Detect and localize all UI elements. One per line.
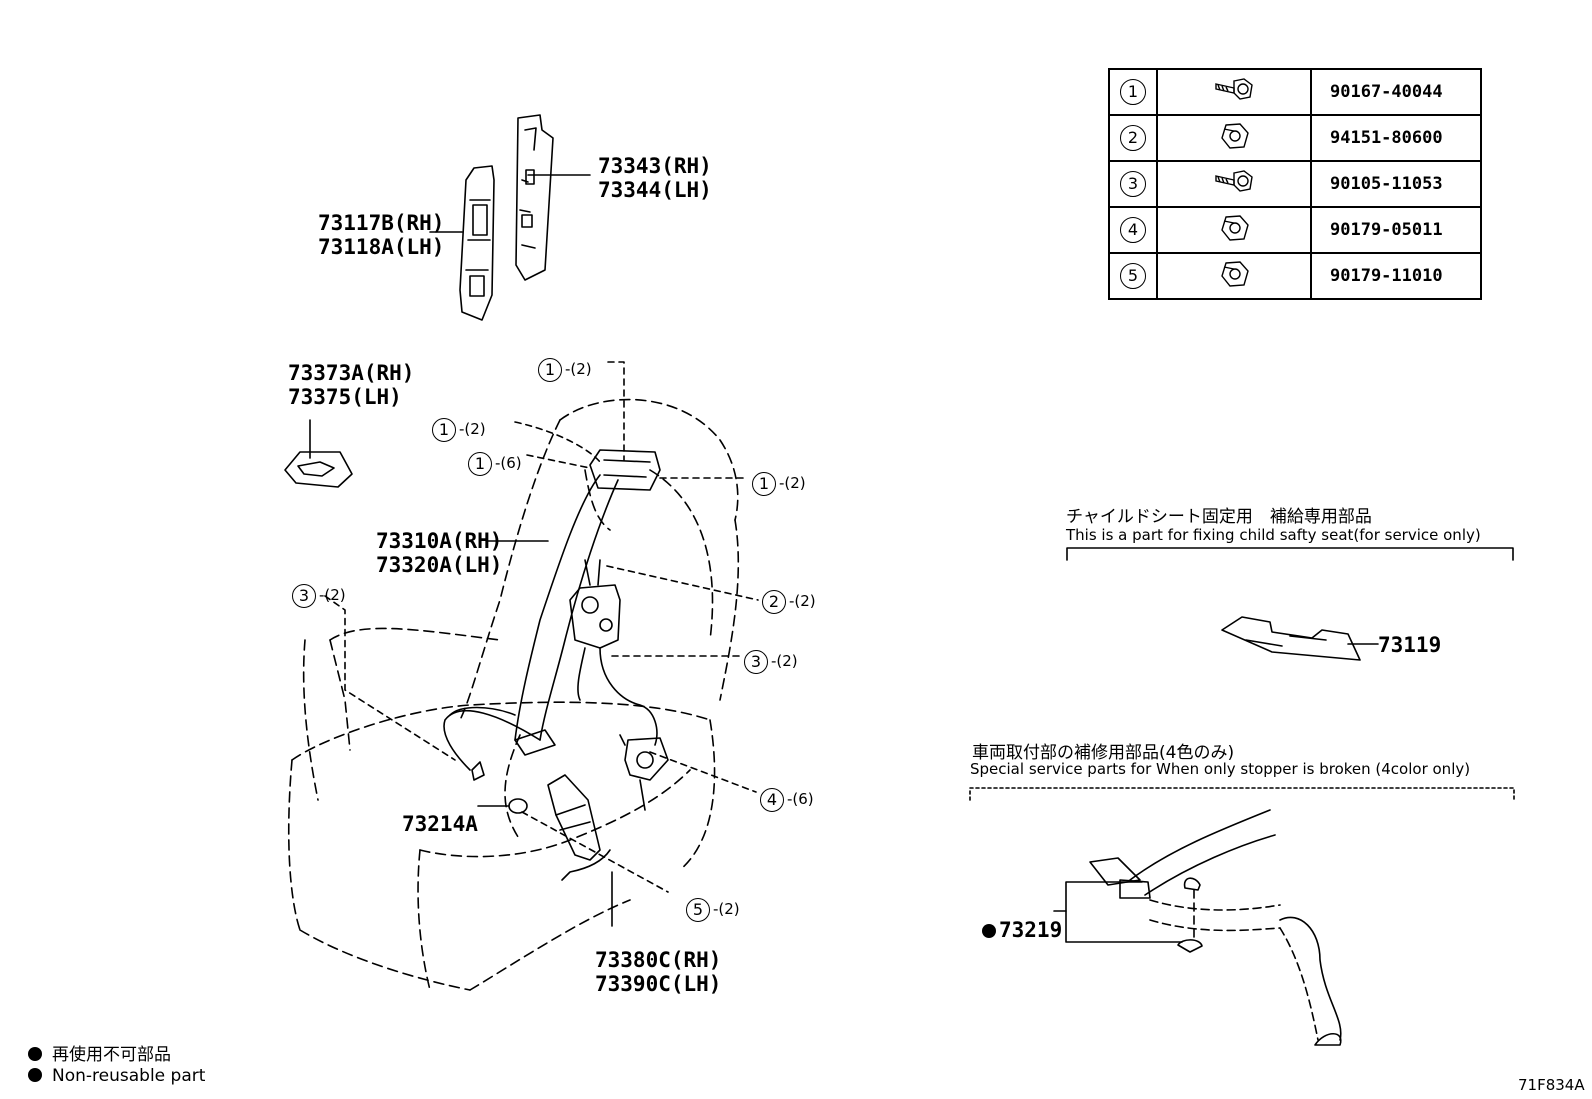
callout-circle: 1 [432,418,456,442]
callout-qty: -(6) [787,790,814,808]
nut-icon [1221,123,1249,149]
seat-outline [287,398,740,991]
table-index: 1 [1120,79,1146,105]
callout-circle: 4 [760,788,784,812]
label-73343: 73343(RH)73344(LH) [598,154,712,202]
label-73310: 73310A(RH)73320A(LH) [376,529,503,577]
child-seat-note-en: This is a part for fixing child safty se… [1066,526,1481,544]
table-row: 4 90179-05011 [1108,206,1482,254]
callout-qty: -(2) [565,360,592,378]
seat-belt-webbing [443,474,619,781]
callout-qty: -(2) [779,474,806,492]
table-row: 1 90167-40044 [1108,68,1482,116]
bolt-long-icon [1215,78,1253,100]
part-number: 90179-11010 [1310,252,1482,300]
callout-circle: 5 [686,898,710,922]
callout-qty: -(2) [789,592,816,610]
callout-qty: -(6) [495,454,522,472]
label-73119: 73119 [1378,633,1442,657]
label-73214: 73214A [402,812,478,836]
non-reusable-dot-icon [28,1068,42,1082]
callout-circle: 3 [744,650,768,674]
leader-lines [309,174,1379,943]
label-73219: 73219 [982,918,1062,942]
leader-lines-dashed [324,361,759,893]
legend-en: Non-reusable part [28,1066,205,1086]
stopper-detail [1089,809,1342,1046]
figure-code: 71F834A [1518,1076,1585,1094]
retractor [569,559,658,746]
table-row: 2 94151-80600 [1108,114,1482,162]
adjuster-cover [284,451,353,488]
stopper-dashed [1149,889,1319,1041]
child-seat-anchor [1221,616,1361,661]
part-number: 90105-11053 [1310,160,1482,208]
belt-guide [589,449,661,491]
nut-icon [1221,261,1249,287]
callout-qty: -(2) [459,420,486,438]
fastener-table: 1 90167-40044 2 94151-80600 3 90105-1105… [1108,68,1482,300]
table-row: 3 90105-11053 [1108,160,1482,208]
bolt-long-icon [1215,170,1253,192]
legend-jp: 再使用不可部品 [28,1040,171,1065]
pillar-trim-lower [459,165,495,321]
callout-circle: 1 [468,452,492,476]
non-reusable-dot-icon [28,1047,42,1061]
callout-qty: -(2) [713,900,740,918]
callout-circle: 1 [538,358,562,382]
callout-qty: -(2) [319,586,346,604]
stopper-note-en: Special service parts for When only stop… [970,760,1471,778]
callout-qty: -(2) [771,652,798,670]
part-number: 94151-80600 [1310,114,1482,162]
callout-circle: 1 [752,472,776,496]
grommet [508,798,528,814]
table-index: 2 [1120,125,1146,151]
non-reusable-dot-icon [982,924,996,938]
child-seat-note-jp: チャイルドシート固定用 補給専用部品 [1066,507,1372,527]
part-number: 90179-05011 [1310,206,1482,254]
seat-belt-buckle [547,774,611,881]
anchor-plate [619,734,669,811]
callout-circle: 2 [762,590,786,614]
pillar-trim-upper [515,114,554,281]
callout-circle: 3 [292,584,316,608]
nut-icon [1221,215,1249,241]
table-index: 3 [1120,171,1146,197]
table-row: 5 90179-11010 [1108,252,1482,300]
table-index: 4 [1120,217,1146,243]
service-brackets [969,547,1515,801]
stopper-note-jp: 車両取付部の補修用部品(4色のみ) [972,743,1235,763]
label-73380: 73380C(RH)73390C(LH) [595,948,722,996]
table-index: 5 [1120,263,1146,289]
label-73373: 73373A(RH)73375(LH) [288,361,415,409]
part-number: 90167-40044 [1310,68,1482,116]
label-73117: 73117B(RH)73118A(LH) [318,211,445,259]
